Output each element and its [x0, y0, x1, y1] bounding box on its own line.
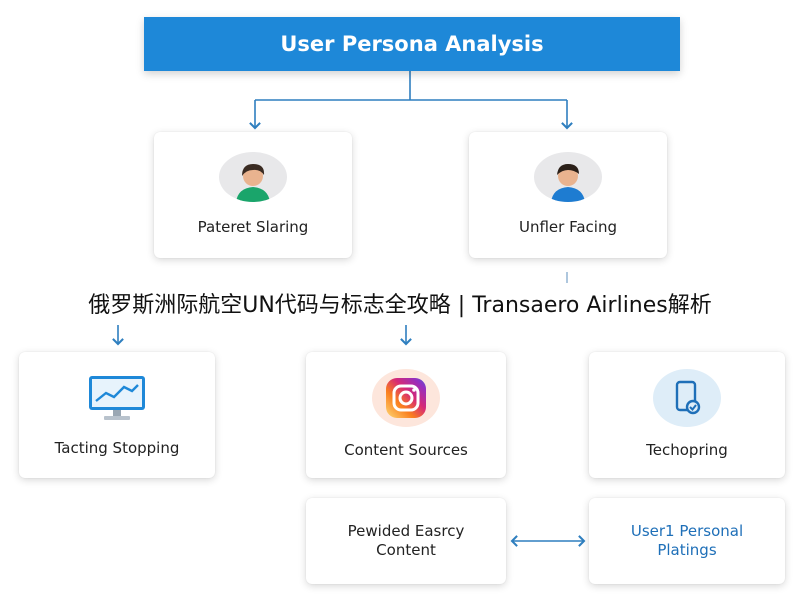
person-green-icon: [219, 152, 287, 203]
bottom-card-1: Pewided Easrcy Content: [306, 498, 506, 584]
instagram-icon: [372, 369, 440, 428]
channel-label-2: Content Sources: [344, 441, 468, 460]
bottom-label-2-line1: User1 Personal: [630, 521, 744, 540]
persona-label-1: Pateret Slaring: [197, 218, 309, 237]
channel-label-3: Techopring: [646, 441, 728, 460]
bottom-card-2: User1 Personal Platings: [589, 498, 785, 584]
channel-card-3: Techopring: [589, 352, 785, 478]
tablet-icon: [653, 369, 721, 428]
persona-card-2: Unfler Facing: [469, 132, 667, 258]
diagram-title: User Persona Analysis: [280, 32, 544, 56]
channel-card-1: Tacting Stopping: [19, 352, 215, 478]
persona-label-2: Unfler Facing: [519, 218, 617, 237]
overlay-caption: 俄罗斯洲际航空UN代码与标志全攻略 | Transaero Airlines解析: [0, 283, 800, 323]
person-blue-icon: [534, 152, 602, 203]
channel-card-2: Content Sources: [306, 352, 506, 478]
channel-label-1: Tacting Stopping: [54, 439, 180, 458]
bottom-label-2-line2: Platings: [657, 541, 717, 559]
bottom-label-1-line2: Content: [376, 541, 436, 559]
persona-card-1: Pateret Slaring: [154, 132, 352, 258]
monitor-chart-icon: [81, 371, 153, 425]
title-banner: User Persona Analysis: [144, 17, 680, 71]
bottom-label-1-line1: Pewided Easrcy: [347, 521, 465, 540]
caption-text: 俄罗斯洲际航空UN代码与标志全攻略 | Transaero Airlines解析: [88, 293, 712, 318]
